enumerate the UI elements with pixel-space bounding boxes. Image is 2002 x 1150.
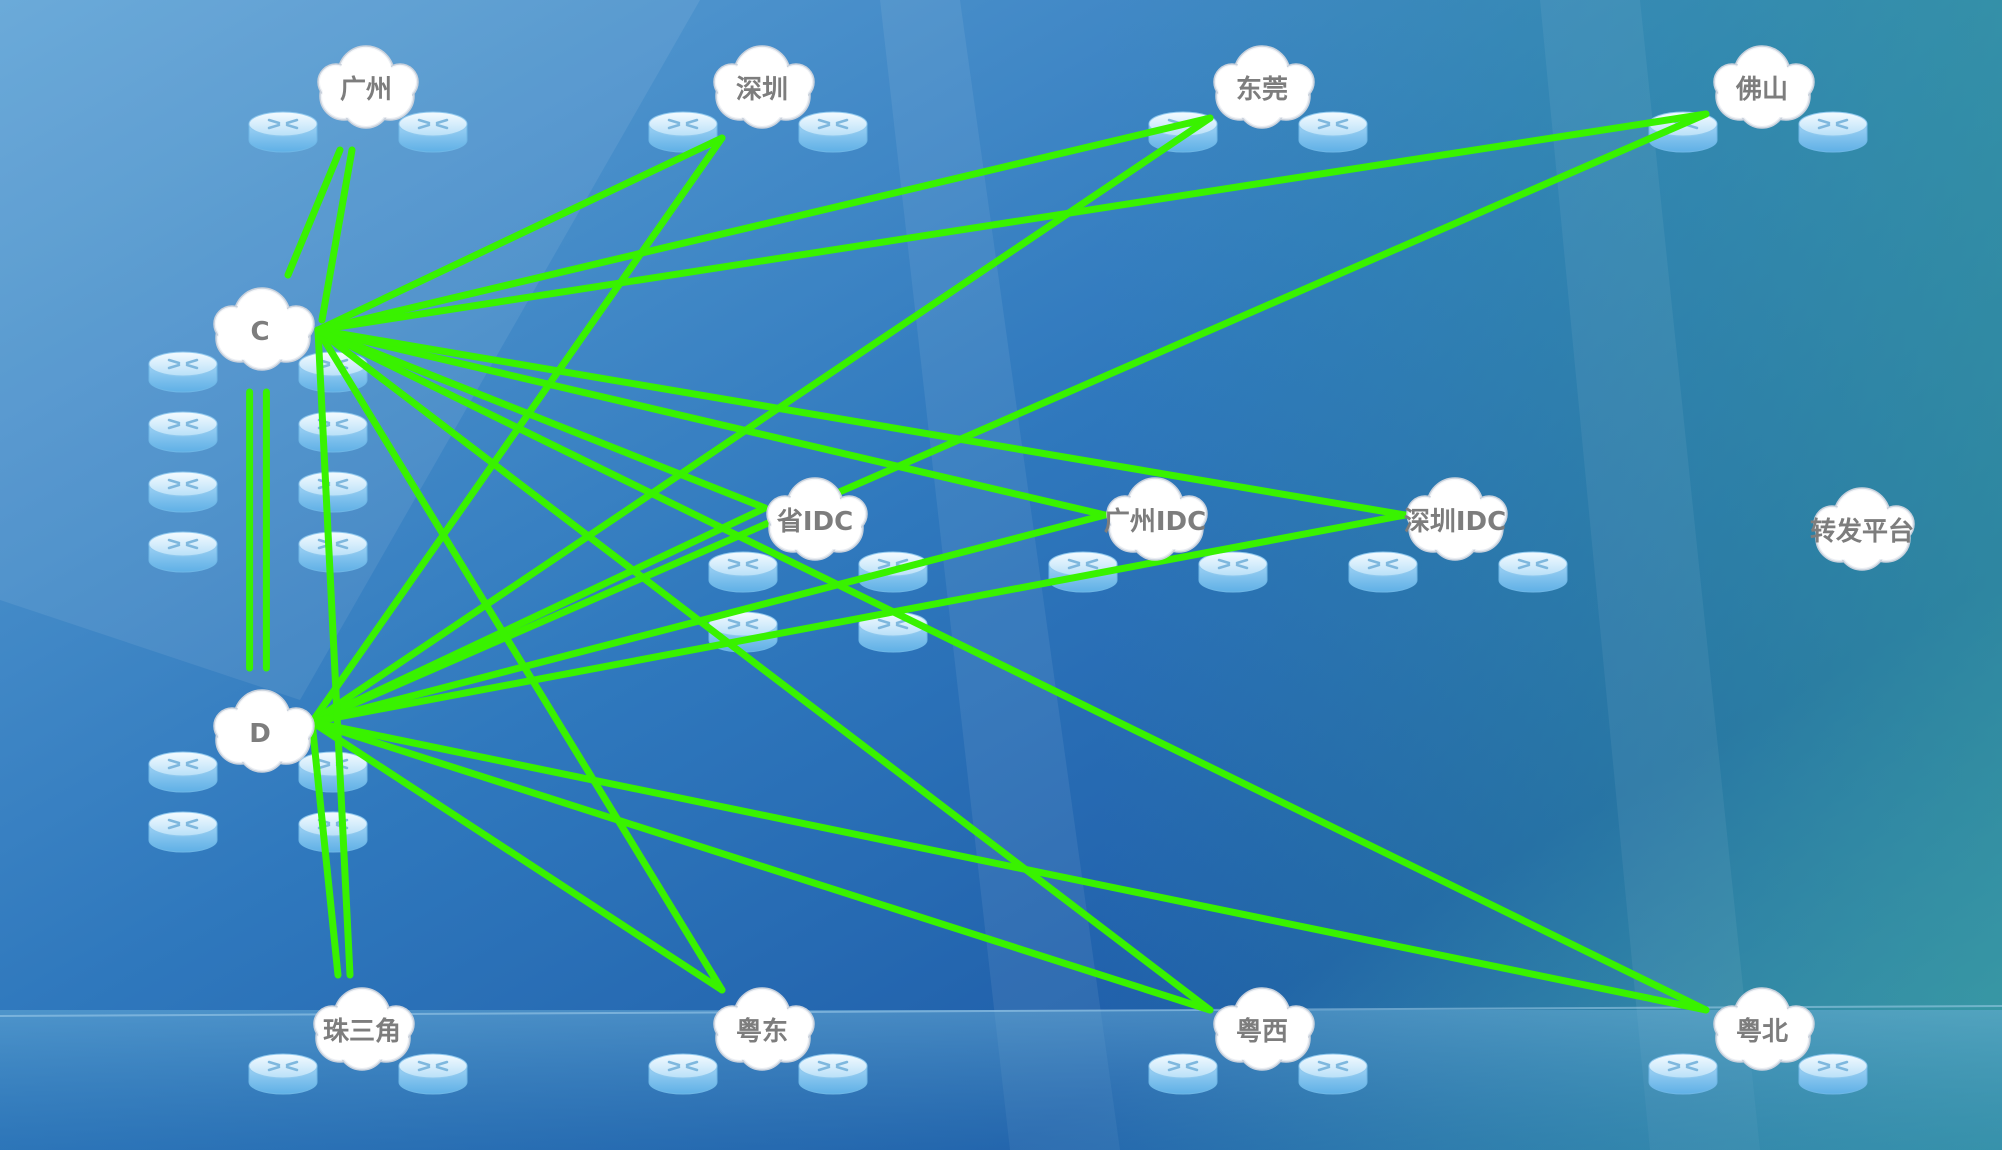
link-c-guangzhou-idc bbox=[314, 326, 1109, 519]
router-icon bbox=[397, 1052, 469, 1096]
node-label: C bbox=[250, 317, 269, 347]
router-icon bbox=[147, 350, 219, 394]
node-label: 省IDC bbox=[776, 507, 853, 537]
router-icon bbox=[147, 810, 219, 854]
node-sheng-idc[interactable]: 省IDC bbox=[766, 477, 868, 561]
link-d-foshan bbox=[308, 110, 1710, 726]
router-icon bbox=[1797, 1052, 1869, 1096]
node-guangzhou[interactable]: 广州 bbox=[317, 45, 419, 129]
link-c-guangzhou bbox=[284, 146, 344, 279]
node-label: 粤北 bbox=[1736, 1016, 1788, 1047]
link-c-dongguan bbox=[314, 114, 1214, 334]
node-label: 转发平台 bbox=[1810, 516, 1914, 547]
link-c-foshan bbox=[314, 110, 1710, 334]
node-label: 广州 bbox=[340, 75, 392, 105]
node-label: 粤西 bbox=[1236, 1016, 1288, 1047]
router-icon bbox=[797, 1052, 869, 1096]
link-d-yuedong bbox=[308, 718, 726, 994]
node-yuexi[interactable]: 粤西 bbox=[1213, 987, 1315, 1071]
node-shenzhen-idc[interactable]: 深圳IDC bbox=[1404, 477, 1508, 561]
router-icon bbox=[297, 810, 369, 854]
node-guangzhou-idc[interactable]: 广州IDC bbox=[1104, 477, 1208, 561]
router-icon bbox=[147, 470, 219, 514]
node-label: 深圳 bbox=[736, 75, 788, 105]
link-c-yuedong bbox=[314, 326, 726, 994]
link-group bbox=[246, 110, 1710, 1014]
node-label: D bbox=[249, 719, 271, 749]
router-icon bbox=[397, 110, 469, 154]
router-icon bbox=[1147, 1052, 1219, 1096]
node-c[interactable]: C bbox=[213, 287, 315, 371]
link-c-zhusanjiao bbox=[314, 326, 354, 979]
router-icon bbox=[1297, 1052, 1369, 1096]
router-icon bbox=[647, 1052, 719, 1096]
router-icon bbox=[297, 750, 369, 794]
node-yuedong[interactable]: 粤东 bbox=[713, 987, 815, 1071]
link-c-shenzhen bbox=[314, 134, 726, 334]
node-label: 东莞 bbox=[1236, 74, 1288, 105]
router-icon bbox=[1647, 1052, 1719, 1096]
router-icon bbox=[707, 550, 779, 594]
node-label: 佛山 bbox=[1735, 75, 1788, 105]
router-icon bbox=[1497, 550, 1569, 594]
node-label: 珠三角 bbox=[323, 1016, 401, 1047]
node-shenzhen[interactable]: 深圳 bbox=[713, 45, 815, 129]
router-icon bbox=[247, 1052, 319, 1096]
node-dongguan[interactable]: 东莞 bbox=[1213, 45, 1315, 129]
router-icon bbox=[297, 470, 369, 514]
node-yuebei[interactable]: 粤北 bbox=[1713, 987, 1815, 1071]
link-c-sheng-idc bbox=[314, 326, 769, 512]
link-d-guangzhou bbox=[318, 146, 356, 324]
link-d-sheng-idc bbox=[308, 504, 769, 726]
link-d-shenzhen-idc bbox=[308, 511, 1409, 726]
router-icon bbox=[247, 110, 319, 154]
link-c-yuexi bbox=[314, 326, 1214, 1014]
router-icon bbox=[1197, 550, 1269, 594]
node-label: 深圳IDC bbox=[1404, 507, 1506, 537]
router-icon bbox=[147, 750, 219, 794]
link-d-dongguan bbox=[308, 114, 1214, 726]
node-forwarding-platform[interactable]: 转发平台 bbox=[1810, 487, 1915, 571]
router-icon bbox=[797, 110, 869, 154]
link-c-shenzhen-idc bbox=[314, 326, 1409, 519]
link-d-zhusanjiao bbox=[308, 718, 342, 979]
link-c-yuebei bbox=[314, 326, 1710, 1014]
link-d-guangzhou-idc bbox=[308, 511, 1109, 726]
node-zhusanjiao[interactable]: 珠三角 bbox=[313, 987, 415, 1071]
node-label: 粤东 bbox=[736, 1016, 788, 1047]
node-label: 广州IDC bbox=[1104, 507, 1206, 537]
node-d[interactable]: D bbox=[213, 689, 315, 773]
router-icon bbox=[1797, 110, 1869, 154]
link-d-yuebei bbox=[308, 718, 1710, 1014]
router-icon bbox=[147, 530, 219, 574]
link-d-yuexi bbox=[308, 718, 1214, 1014]
router-icon bbox=[297, 410, 369, 454]
node-foshan[interactable]: 佛山 bbox=[1713, 45, 1815, 129]
router-icon bbox=[147, 410, 219, 454]
router-icon bbox=[1347, 550, 1419, 594]
router-icon bbox=[1297, 110, 1369, 154]
